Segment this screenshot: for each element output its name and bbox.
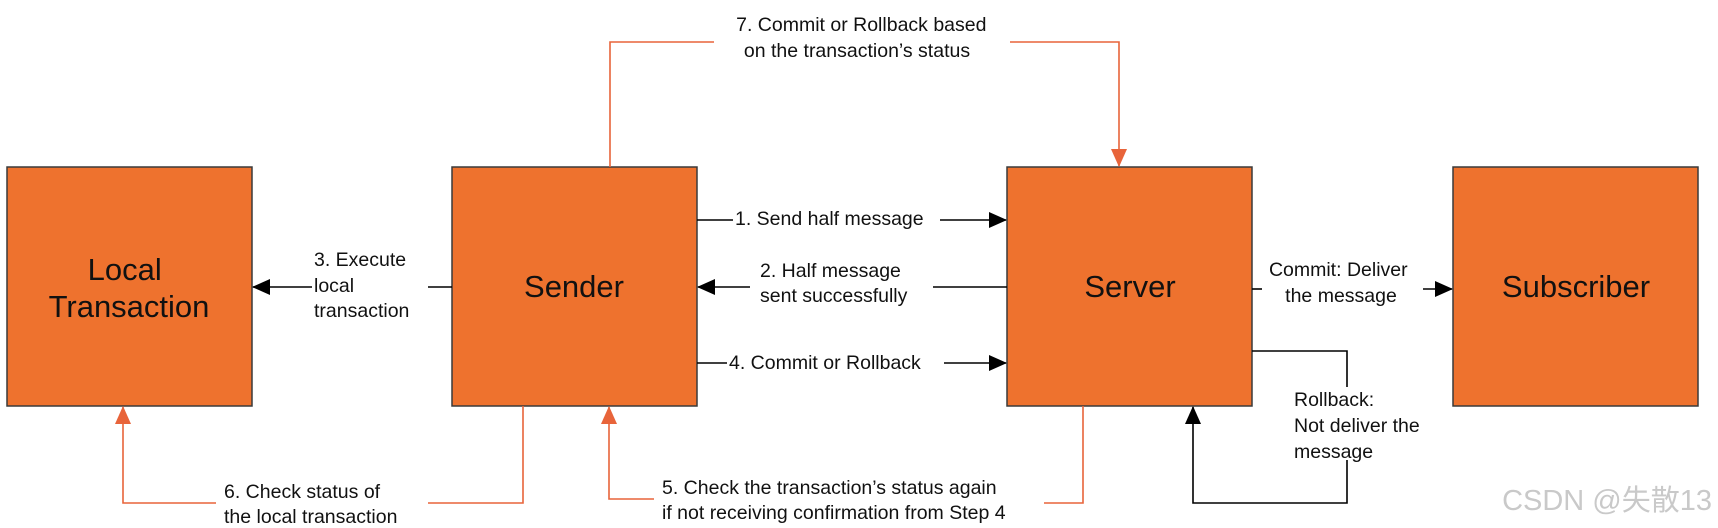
server-label: Server: [1084, 269, 1175, 304]
step6-arrow: [115, 406, 216, 504]
edge-step1: 1. Send half message: [697, 208, 1007, 230]
edge-step2: 2. Half message sent successfully: [697, 260, 1007, 307]
step7-label: 7. Commit or Rollback based on the trans…: [736, 14, 992, 62]
node-sender: Sender: [451, 166, 698, 407]
subscriber-label: Subscriber: [1502, 269, 1650, 304]
local-transaction-box: [6, 166, 253, 407]
node-server: Server: [1006, 166, 1253, 407]
step5-label: 5. Check the transaction’s status again …: [662, 477, 1006, 524]
step3-label-line1: 3. Execute: [314, 249, 406, 271]
step5-label-line1: 5. Check the transaction’s status again: [662, 477, 997, 499]
local-transaction-label-line1: Local: [88, 252, 162, 287]
step7-arrow: [1010, 41, 1127, 167]
step7-label-line1: 7. Commit or Rollback based: [736, 14, 986, 36]
edge-step7: 7. Commit or Rollback based on the trans…: [609, 14, 1127, 167]
rollback-line-top: [1252, 350, 1348, 387]
step3-label-line2: local: [314, 275, 354, 297]
rollback-label-line1: Rollback:: [1294, 389, 1374, 411]
edge-rollback: Rollback: Not deliver the message: [1185, 350, 1425, 504]
rollback-label: Rollback: Not deliver the message: [1294, 389, 1425, 463]
node-subscriber: Subscriber: [1452, 166, 1699, 407]
step5-line-right: [1044, 406, 1084, 504]
step6-line-right: [428, 406, 524, 504]
server-box: [1006, 166, 1253, 407]
step7-label-line2: on the transaction’s status: [744, 40, 970, 62]
node-local-transaction: Local Transaction: [6, 166, 253, 407]
edge-step3: 3. Execute local transaction: [252, 249, 452, 322]
edge-step5: 5. Check the transaction’s status again …: [601, 406, 1084, 524]
edge-step4: 4. Commit or Rollback: [697, 352, 1007, 374]
rollback-label-line3: message: [1294, 441, 1373, 463]
step3-label-line3: transaction: [314, 300, 409, 322]
rollback-label-line2: Not deliver the: [1294, 415, 1420, 437]
step2-label: 2. Half message sent successfully: [760, 260, 908, 307]
step6-label: 6. Check status of the local transaction: [224, 481, 397, 528]
step6-label-line2: the local transaction: [224, 506, 397, 528]
commit-label-line2: the message: [1285, 285, 1397, 307]
rollback-arrow: [1185, 406, 1348, 504]
step2-label-line1: 2. Half message: [760, 260, 901, 282]
edge-commit: Commit: Deliver the message: [1252, 259, 1453, 307]
local-transaction-label-line2: Transaction: [49, 289, 210, 324]
commit-label-line1: Commit: Deliver: [1269, 259, 1408, 281]
step6-label-line1: 6. Check status of: [224, 481, 381, 503]
step4-label: 4. Commit or Rollback: [729, 352, 921, 374]
step2-label-line2: sent successfully: [760, 285, 908, 307]
sender-label: Sender: [524, 269, 624, 304]
step5-label-line2: if not receiving confirmation from Step …: [662, 502, 1006, 524]
edge-step6: 6. Check status of the local transaction: [115, 406, 524, 528]
step3-label: 3. Execute local transaction: [314, 249, 412, 322]
step5-arrow: [601, 406, 654, 500]
csdn-watermark: CSDN @失散13: [1502, 484, 1712, 517]
step7-line-left: [609, 41, 714, 167]
subscriber-box: [1452, 166, 1699, 407]
commit-label: Commit: Deliver the message: [1269, 259, 1413, 307]
step1-label: 1. Send half message: [735, 208, 924, 230]
local-transaction-label: Local Transaction: [49, 252, 210, 324]
